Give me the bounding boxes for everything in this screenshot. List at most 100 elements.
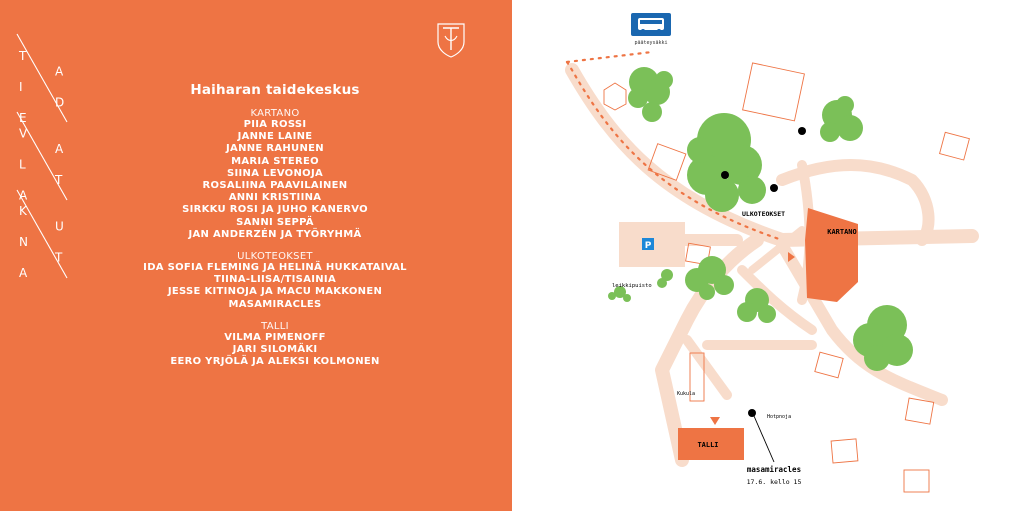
hotpnoja-label: Hotpnoja bbox=[767, 414, 791, 420]
building-outline bbox=[689, 352, 705, 402]
vertical-title-letter: E bbox=[19, 111, 27, 125]
dotted-route-north bbox=[565, 50, 654, 64]
talli-entrance-arrow bbox=[710, 417, 720, 425]
artist-name: JAN ANDERZÉN JA TYÖRYHMÄ bbox=[188, 228, 362, 240]
artwork-marker bbox=[770, 184, 778, 192]
section-spacer bbox=[60, 311, 490, 321]
artist-name: EERO YRJÖLÄ JA ALEKSI KOLMONEN bbox=[170, 356, 380, 368]
artwork-marker bbox=[798, 127, 806, 135]
talli-shape bbox=[678, 428, 744, 460]
building-outlines bbox=[603, 62, 970, 493]
artist-name: SANNI SEPPÄ bbox=[236, 216, 314, 228]
bus-stop-label: pääteysäkki bbox=[634, 40, 667, 46]
tree-cluster-playground bbox=[685, 256, 734, 300]
artwork-markers bbox=[721, 127, 806, 417]
vertical-title-letter: L bbox=[19, 158, 26, 172]
trees bbox=[608, 67, 913, 371]
parking-area: P bbox=[619, 222, 685, 267]
kartano-label: KARTANO bbox=[827, 228, 857, 236]
crest-icon bbox=[437, 23, 465, 58]
bus-stop: pääteysäkki bbox=[631, 13, 671, 46]
kartano-building: KARTANO bbox=[805, 208, 858, 302]
building-outline bbox=[742, 62, 805, 122]
tree-cluster-small bbox=[608, 269, 673, 302]
artist-name: SIRKKU ROSI JA JUHO KANERVO bbox=[182, 204, 368, 216]
ulkoteokset-label: ULKOTEOKSET bbox=[742, 210, 785, 218]
event-time-label: 17.6. kello 15 bbox=[747, 478, 802, 486]
building-outline bbox=[814, 351, 844, 379]
building-outline bbox=[904, 397, 935, 425]
vertical-title-word: K U N T A bbox=[19, 204, 64, 280]
vertical-title-letter: V bbox=[19, 127, 28, 141]
artist-list: Haiharan taidekeskus KARTANO PIIA ROSSI … bbox=[60, 82, 490, 368]
vertical-title-word: V A L T A bbox=[19, 127, 64, 203]
artist-name: MARIA STEREO bbox=[231, 155, 319, 167]
talli-label: TALLI bbox=[697, 441, 718, 449]
vertical-title-letter: A bbox=[19, 189, 28, 203]
building-outline bbox=[830, 438, 859, 464]
artist-name: PIIA ROSSI bbox=[243, 119, 307, 130]
tree-cluster-central bbox=[687, 113, 766, 212]
kukula-label: Kukula bbox=[677, 391, 695, 397]
vertical-title-letter: T bbox=[18, 49, 27, 63]
section-heading: TALLI bbox=[261, 320, 289, 332]
vertical-title-letter: A bbox=[19, 266, 28, 280]
building-outline bbox=[647, 143, 687, 181]
vertical-title-letter: T bbox=[54, 173, 63, 187]
vertical-title-letter: T bbox=[54, 251, 63, 265]
path-kukula bbox=[682, 335, 732, 400]
vertical-title-letter: N bbox=[19, 235, 28, 249]
parking-icon bbox=[642, 238, 654, 250]
building-outline bbox=[939, 131, 970, 161]
building-outline bbox=[685, 242, 711, 266]
vertical-title-rule-3 bbox=[16, 189, 68, 279]
path-inner bbox=[737, 265, 817, 335]
section-kartano: KARTANO PIIA ROSSI JANNE LAINE JANNE RAH… bbox=[60, 108, 490, 241]
artist-name: ANNI KRISTIINA bbox=[228, 192, 322, 204]
leikkipuisto-label: leikkipuisto bbox=[612, 283, 652, 289]
artist-name: JANNE LAINE bbox=[237, 131, 313, 143]
section-spacer bbox=[60, 241, 490, 251]
building-outline bbox=[603, 82, 627, 111]
vertical-title-rule-2 bbox=[16, 111, 68, 201]
site-map: pääteysäkki P KARTANO TALLI ULKOTEOKSET … bbox=[565, 13, 979, 493]
tree-cluster-east bbox=[820, 96, 863, 142]
section-ulkoteokset: ULKOTEOKSET IDA SOFIA FLEMING JA HELINÄ … bbox=[60, 251, 490, 311]
path-link bbox=[748, 226, 806, 274]
masamiracles-label: masamiracles bbox=[747, 465, 801, 474]
map-panel: pääteysäkki P KARTANO TALLI ULKOTEOKSET … bbox=[512, 0, 1024, 511]
artist-name: JARI SILOMÄKI bbox=[232, 344, 318, 356]
masamiracles-pointer-line bbox=[753, 415, 775, 463]
kartano-shape bbox=[805, 208, 858, 302]
talli-building: TALLI bbox=[678, 428, 744, 460]
artist-name: MASAMIRACLES bbox=[228, 298, 322, 310]
artist-name: ROSALIINA PAAVILAINEN bbox=[202, 180, 348, 192]
building-outline bbox=[903, 469, 930, 493]
artist-name: JESSE KITINOJA JA MACU MAKKONEN bbox=[167, 286, 383, 298]
section-heading: KARTANO bbox=[250, 108, 300, 119]
tree-cluster-northwest bbox=[628, 67, 673, 122]
kartano-entrance-arrow bbox=[788, 252, 795, 262]
section-talli: TALLI VILMA PIMENOFF JARI SILOMÄKI EERO … bbox=[60, 321, 490, 369]
artwork-marker bbox=[721, 171, 729, 179]
vertical-title-letter: U bbox=[55, 220, 64, 234]
artwork-marker-masamiracles bbox=[748, 409, 756, 417]
vertical-title-letter: K bbox=[19, 204, 28, 218]
section-heading: ULKOTEOKSET bbox=[237, 251, 313, 263]
artist-name: SIINA LEVONOJA bbox=[226, 167, 324, 179]
vertical-title-letter: A bbox=[55, 142, 64, 156]
artist-name: JANNE RAHUNEN bbox=[226, 143, 324, 155]
artist-name: TIINA-LIISA/TISAINIA bbox=[214, 274, 336, 286]
tree-cluster-south bbox=[737, 288, 776, 323]
artist-name: IDA SOFIA FLEMING JA HELINÄ HUKKATAIVAL bbox=[143, 262, 407, 274]
path-south bbox=[655, 233, 764, 467]
vertical-title-letter: A bbox=[55, 65, 64, 79]
artist-name: VILMA PIMENOFF bbox=[224, 331, 326, 343]
vertical-title-letter: I bbox=[19, 80, 23, 94]
center-title: Haiharan taidekeskus bbox=[190, 82, 360, 98]
